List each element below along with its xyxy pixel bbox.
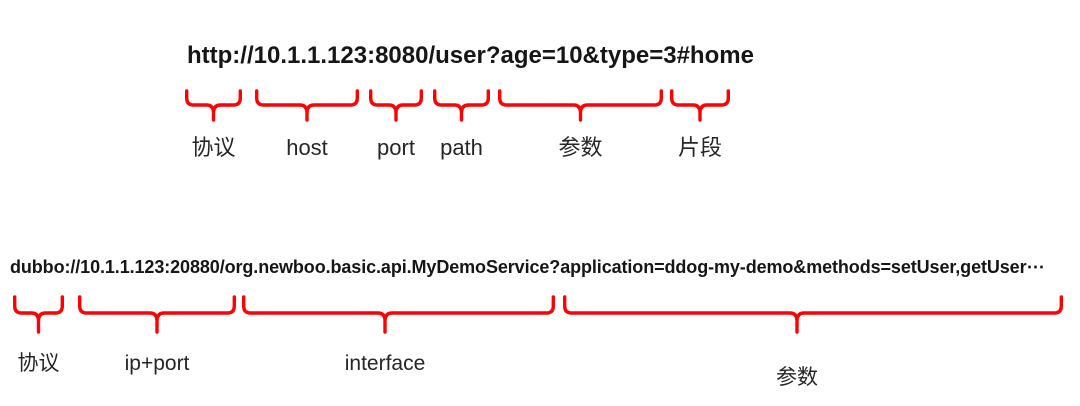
segment-label-path: path (440, 135, 483, 160)
dubbo-url-text: dubbo://10.1.1.123:20880/org.newboo.basi… (10, 257, 1045, 277)
underbrace-port (369, 89, 423, 122)
segment-label-interface: interface (344, 352, 426, 375)
segment-label-protocol: 协议 (191, 135, 236, 160)
segment-label-protocol: 协议 (17, 352, 60, 375)
segment-label-port: port (377, 135, 415, 160)
underbrace-protocol (185, 89, 242, 122)
segment-label-params: 参数 (558, 135, 603, 160)
segment-label-params: 参数 (776, 366, 818, 389)
underbrace-interface (242, 295, 555, 334)
underbrace-params (563, 295, 1063, 334)
http-url-text: http://10.1.1.123:8080/user?age=10&type=… (187, 42, 754, 69)
segment-label-fragment: 片段 (677, 135, 723, 160)
underbrace-params (498, 89, 663, 122)
segment-label-ip-port: ip+port (124, 352, 190, 375)
underbrace-protocol (13, 295, 64, 334)
segment-label-host: host (286, 135, 328, 160)
underbrace-host (255, 89, 359, 122)
underbrace-path (433, 89, 490, 122)
underbrace-fragment (670, 89, 730, 122)
underbrace-ip-port (78, 295, 236, 334)
